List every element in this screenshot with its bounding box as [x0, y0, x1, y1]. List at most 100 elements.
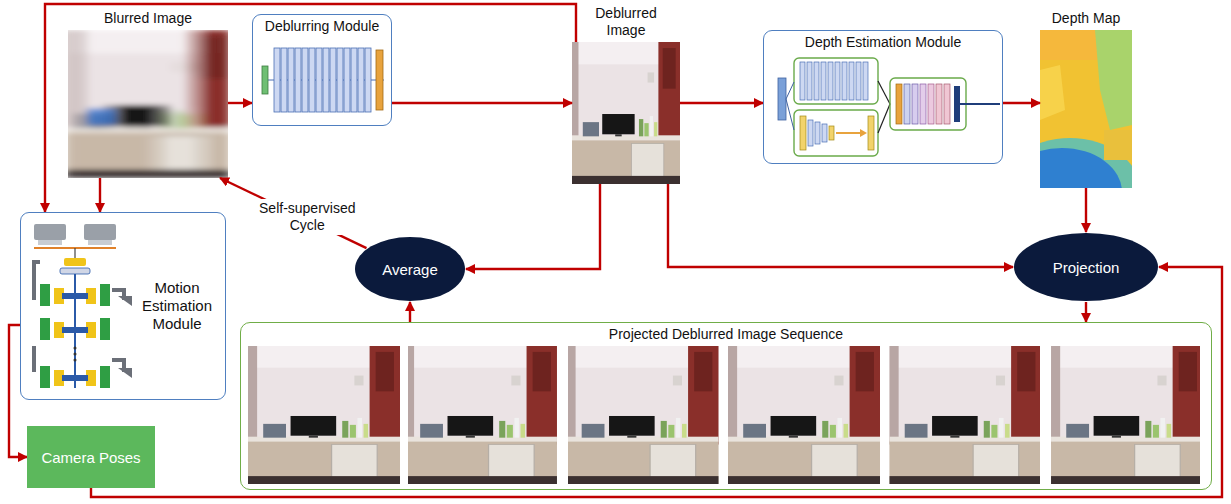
node-label: Projection [1053, 259, 1120, 276]
edge-label: Self-supervised Cycle [248, 199, 366, 235]
image-frame: Deblurred Image [572, 42, 680, 184]
node-label: Camera Poses [41, 449, 140, 466]
node-label: Motion Estimation Module [133, 279, 221, 333]
illustration-part [808, 120, 813, 146]
flow-arrow [668, 184, 1013, 267]
illustration-part [351, 48, 357, 112]
node-label: Deblurred Image [581, 5, 671, 39]
illustration-part [88, 240, 112, 245]
illustration-part [74, 359, 77, 362]
operation-ellipse: Projection [1013, 232, 1159, 302]
illustration-part [868, 116, 874, 150]
illustration-part [936, 84, 942, 124]
illustration-part [58, 30, 237, 178]
illustration-part [62, 375, 88, 381]
illustration-part [878, 81, 890, 104]
flow-arrow [220, 178, 367, 248]
illustration-part [74, 347, 77, 350]
illustration-part [323, 48, 329, 112]
illustration-part [248, 346, 400, 484]
illustration-part [835, 62, 840, 100]
illustration-part [566, 346, 718, 484]
illustration-part [62, 293, 88, 299]
illustration-part [1095, 30, 1132, 130]
deblurring-network [262, 48, 384, 112]
illustration-part [856, 62, 861, 100]
illustration-part [807, 62, 812, 100]
illustration-part [1002, 148, 1122, 236]
illustration-part [330, 48, 336, 112]
flow-arrow [392, 102, 572, 104]
illustration-part [904, 84, 910, 124]
illustration-part [100, 318, 110, 340]
illustration-part [890, 346, 1042, 484]
illustration-part [100, 284, 110, 306]
illustration-part [295, 48, 301, 112]
illustration-part [572, 42, 680, 184]
illustration-part [944, 84, 950, 124]
illustration-part [40, 366, 50, 388]
flow-arrow [45, 4, 576, 212]
motion-network [34, 224, 132, 388]
illustration-part [794, 110, 878, 156]
illustration-part [1000, 30, 1140, 242]
illustration-part [100, 366, 110, 388]
illustration-part [829, 126, 834, 140]
illustration-part [288, 48, 294, 112]
depth-network [778, 58, 1000, 156]
illustration-part [822, 124, 827, 142]
output-box: Camera Poses [27, 426, 155, 488]
illustration-part [60, 268, 90, 274]
illustration-part [836, 132, 860, 134]
illustration-part [302, 48, 308, 112]
module-box: Deblurring Module [252, 14, 392, 126]
flow-arrow [409, 302, 411, 322]
illustration-part [365, 48, 371, 112]
illustration-part [786, 99, 794, 130]
illustration-part [728, 346, 880, 484]
illustration-part [344, 48, 350, 112]
image-frame: Depth Map [1040, 30, 1132, 188]
flow-arrow [91, 267, 1222, 497]
node-label: Blurred Image [68, 10, 228, 27]
image-frame: Blurred Image [68, 30, 228, 178]
illustration-part [728, 346, 880, 484]
illustration-part [800, 116, 806, 150]
flow-arrow [1085, 302, 1087, 322]
projected-photos [248, 346, 1203, 484]
flow-arrow [9, 325, 27, 457]
illustration-part [32, 346, 36, 372]
flow-arrow [1003, 102, 1040, 104]
illustration-part [281, 48, 287, 112]
illustration-part [74, 353, 77, 356]
illustration-part [34, 224, 66, 240]
flow-arrow [466, 184, 600, 269]
node-label: Average [382, 261, 438, 278]
illustration-part [84, 224, 116, 240]
illustration-part [38, 240, 62, 245]
illustration-part [1051, 346, 1203, 484]
illustration-part [566, 346, 718, 484]
illustration-part [800, 62, 805, 100]
node-label: Deblurring Module [253, 18, 391, 35]
illustration-part [262, 66, 268, 94]
sequence-band: Projected Deblurred Image Sequence [240, 322, 1212, 490]
illustration-part [40, 318, 50, 340]
illustration-part [878, 104, 890, 133]
module-box: Motion Estimation Module [20, 212, 226, 400]
illustration-part [1040, 65, 1065, 120]
illustration-part [954, 86, 960, 122]
illustration-part [337, 48, 343, 112]
illustration-part [794, 58, 878, 104]
operation-ellipse: Average [354, 236, 466, 302]
illustration-part [248, 346, 400, 484]
illustration-part [34, 262, 40, 300]
illustration-part [828, 62, 833, 100]
illustration-part [821, 62, 826, 100]
illustration-part [849, 62, 854, 100]
deblurred-photo [572, 42, 680, 184]
illustration-part [358, 48, 364, 112]
flow-arrow [680, 102, 763, 104]
